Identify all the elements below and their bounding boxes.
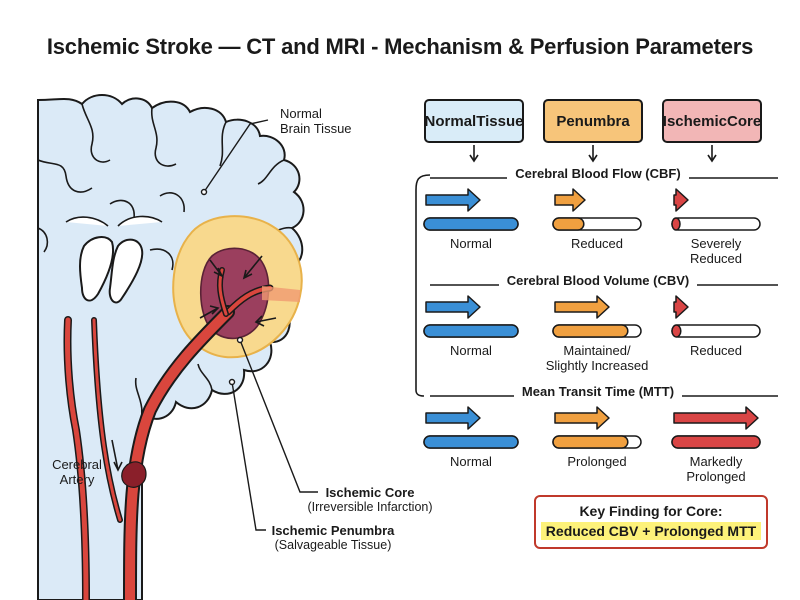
level-label: Maintained/Slightly Increased — [532, 343, 662, 373]
level-label-line: Reduced — [689, 343, 743, 358]
column-header-line: Ischemic — [662, 112, 728, 130]
artery-branches — [63, 267, 274, 600]
ventricle-right — [108, 238, 144, 304]
ischemic-penumbra-line2: (Salvageable Tissue) — [274, 538, 392, 552]
level-label-line: Prolonged — [567, 454, 627, 469]
level-label: Normal — [406, 343, 536, 358]
ventricle-left — [79, 236, 114, 302]
pointer-lines — [200, 119, 318, 531]
ischemic-core-label: Ischemic Core (Irreversible Infarction) — [290, 485, 450, 515]
key-finding-box: Key Finding for Core: Reduced CBV + Prol… — [534, 495, 768, 549]
normal-tissue-line2: Brain Tissue — [280, 121, 352, 136]
ischemic-penumbra-line1: Ischemic Penumbra — [271, 523, 395, 538]
level-label-line: Normal — [450, 343, 492, 358]
level-label-line: Maintained/ — [563, 343, 631, 358]
page-title: Ischemic Stroke — CT and MRI - Mechanism… — [46, 34, 754, 59]
level-label-line: Normal — [450, 236, 492, 251]
level-label-line: Prolonged — [686, 469, 746, 484]
flow-arrows — [111, 255, 277, 472]
normal-tissue-line1: Normal — [280, 106, 322, 121]
ischemic-core-line2: (Irreversible Infarction) — [307, 500, 433, 514]
level-label: Reduced — [532, 236, 662, 251]
ischemic-penumbra-label: Ischemic Penumbra (Salvageable Tissue) — [258, 523, 408, 553]
level-label-line: Slightly Increased — [545, 358, 649, 373]
key-finding-text: Reduced CBV + Prolonged MTT — [540, 522, 762, 540]
level-label-line: Severely — [690, 236, 742, 251]
ischemic-core-line1: Ischemic Core — [325, 485, 415, 500]
cerebral-artery-line1: Cerebral — [52, 457, 102, 472]
column-header-penumbra: Penumbra — [543, 99, 643, 143]
level-label: Prolonged — [532, 454, 662, 469]
cerebral-artery-line2: Artery — [59, 472, 95, 487]
level-label: Normal — [406, 236, 536, 251]
column-header-line: Tissue — [476, 112, 524, 130]
level-label-line: Reduced — [570, 236, 624, 251]
column-header-line: Normal — [424, 112, 477, 130]
column-header-line: Core — [727, 112, 762, 130]
level-label-line: Markedly — [689, 454, 743, 469]
column-header-line: Penumbra — [556, 112, 630, 130]
clot-icon — [121, 461, 147, 488]
key-finding-title: Key Finding for Core: — [579, 503, 723, 519]
level-label-line: Reduced — [689, 251, 743, 266]
cerebral-artery-label: Cerebral Artery — [42, 457, 112, 487]
level-label: Reduced — [651, 343, 781, 358]
normal-tissue-label: Normal Brain Tissue — [280, 106, 352, 136]
level-label: Normal — [406, 454, 536, 469]
level-label-line: Normal — [450, 454, 492, 469]
